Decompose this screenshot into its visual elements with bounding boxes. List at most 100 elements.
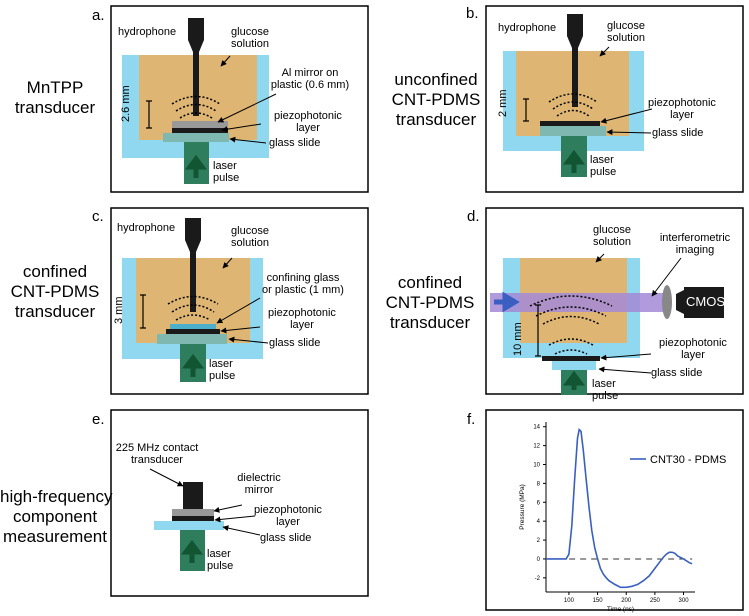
hydrophone-label: hydrophone — [118, 26, 177, 38]
laser-label: laser pulse — [592, 378, 618, 402]
cmos-lens — [676, 290, 684, 314]
side-label-line: measurement — [3, 527, 107, 546]
laser-arrow — [181, 539, 203, 563]
cmos-camera — [684, 287, 724, 318]
laser-arrow — [182, 353, 204, 377]
distance-label: 2.6 mm — [120, 85, 132, 122]
label-line: solution — [593, 236, 631, 248]
side-label-line: confined — [22, 262, 88, 281]
label-line: pulse — [590, 166, 617, 178]
side-label-line: transducer — [389, 313, 471, 332]
label-line: solution — [607, 32, 645, 44]
hydrophone-neck — [185, 240, 201, 252]
wavefronts — [548, 93, 598, 117]
piezophotonic-layer — [540, 121, 600, 126]
side-label-line: component — [12, 507, 98, 526]
panel-e-side-label: high-frequency component measurement — [0, 487, 113, 547]
side-label-line: confined — [397, 273, 463, 292]
wavefronts — [171, 95, 221, 119]
laser-arrow — [563, 370, 585, 390]
glucose-label: glucose solution — [584, 224, 640, 248]
distance-bracket — [535, 304, 541, 357]
lens — [662, 285, 672, 319]
label-line: piezophotonic — [274, 110, 342, 122]
x-axis-label: Time (ns) — [607, 606, 634, 613]
label-line: layer — [276, 516, 300, 528]
label-line: dielectric — [237, 472, 281, 484]
label-line: glucose — [231, 225, 269, 237]
label-line: laser — [590, 154, 614, 166]
hydrophone-rod — [193, 52, 199, 116]
glucose-label: glucose solution — [222, 225, 278, 249]
distance-bracket — [146, 100, 152, 129]
piezo-label: piezophotonic layer — [634, 97, 730, 121]
contact-transducer-label: 225 MHz contact transducer — [112, 442, 202, 466]
label-line: glucose — [231, 26, 269, 38]
side-label-line: CNT-PDMS — [391, 90, 481, 109]
hydrophone-label: hydrophone — [117, 222, 176, 234]
label-line: mirror — [244, 484, 274, 496]
cmos-label: CMOS — [686, 294, 725, 309]
label-line: laser — [209, 358, 233, 370]
label-line: transducer — [131, 454, 183, 466]
panel-d-side-label: confined CNT-PDMS transducer — [378, 273, 482, 333]
glass-label: glass slide — [260, 532, 312, 544]
y-tick-label: 2 — [537, 538, 541, 544]
side-label-line: CNT-PDMS — [385, 293, 475, 312]
piezo-label: piezophotonic layer — [260, 110, 356, 134]
side-label-line: unconfined — [394, 70, 478, 89]
x-tick-label: 150 — [593, 598, 604, 604]
panel-a-letter: a. — [92, 7, 105, 24]
label-line: laser — [592, 378, 616, 390]
piezo-label: piezophotonic layer — [645, 337, 741, 361]
label-line: laser — [207, 548, 231, 560]
piezophotonic-layer — [542, 356, 600, 361]
panel-e-frame — [110, 409, 369, 597]
panel-f-letter: f. — [467, 411, 476, 428]
glass-label: glass slide — [651, 367, 703, 379]
label-line: layer — [290, 319, 314, 331]
label-line: piezophotonic — [254, 504, 322, 516]
piezophotonic-layer — [166, 329, 220, 334]
label-line: pulse — [207, 560, 234, 572]
glucose-label: glucose solution — [598, 20, 654, 44]
glass-label: glass slide — [652, 127, 704, 139]
panel-a — [110, 5, 369, 193]
y-tick-label: 10 — [533, 463, 540, 469]
imaging-label: interferometric imaging — [650, 232, 740, 256]
hydrophone-rod — [190, 252, 196, 312]
distance-bracket — [140, 294, 146, 329]
side-label-line: transducer — [14, 98, 96, 117]
probe-beam-arrow — [494, 291, 520, 313]
panel-a-side-label: MnTPP transducer — [2, 78, 108, 118]
y-tick-label: 8 — [537, 481, 541, 487]
hydrophone-body — [185, 218, 201, 240]
probe-beam — [490, 293, 668, 312]
panel-e-letter: e. — [92, 411, 105, 428]
x-tick-label: 200 — [621, 598, 632, 604]
piezo-label: piezophotonic layer — [240, 504, 336, 528]
wavefronts — [167, 295, 219, 321]
side-label-line: transducer — [14, 302, 96, 321]
legend-label: CNT30 - PDMS — [650, 454, 726, 466]
label-line: layer — [296, 122, 320, 134]
y-axis-label: Pressure (MPa) — [519, 484, 526, 530]
side-label-line: high-frequency — [0, 487, 113, 506]
laser-label: laser pulse — [207, 548, 233, 572]
distance-label: 3 mm — [113, 296, 125, 325]
hydrophone-rod — [572, 48, 578, 107]
label-line: or plastic (1 mm) — [262, 284, 344, 296]
glass-label: glass slide — [269, 337, 321, 349]
label-line: solution — [231, 38, 269, 50]
label-line: 225 MHz contact — [115, 442, 199, 454]
panel-c-letter: c. — [92, 208, 104, 225]
piezophotonic-layer — [172, 128, 228, 133]
y-tick-label: 6 — [537, 500, 541, 506]
panel-d — [485, 207, 744, 395]
panel-f-frame — [485, 409, 744, 611]
x-tick-label: 100 — [564, 598, 575, 604]
side-label-line: CNT-PDMS — [10, 282, 100, 301]
label-line: imaging — [675, 244, 715, 256]
distance-label: 2 mm — [497, 89, 509, 118]
